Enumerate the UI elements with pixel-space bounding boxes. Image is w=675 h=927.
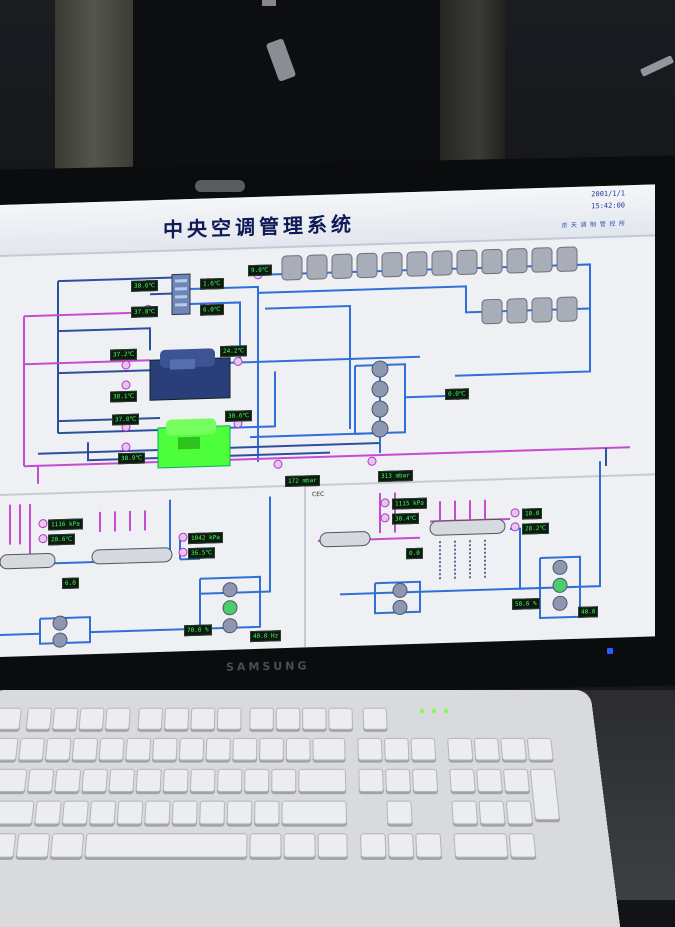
- tank-right-a: [319, 531, 371, 548]
- power-led: [607, 648, 613, 654]
- pipe: [87, 442, 330, 462]
- temp-readout: 9.0℃: [248, 264, 272, 277]
- key-row: [0, 800, 597, 825]
- pump-group: [392, 559, 568, 615]
- temp-readout: 38.1℃: [110, 390, 138, 403]
- pipe: [265, 304, 351, 430]
- tank-right-b: [429, 518, 506, 536]
- keyboard-led: [432, 709, 436, 713]
- ceiling-light: [262, 0, 276, 6]
- window-frame: [55, 0, 133, 175]
- window-frame: [440, 0, 505, 180]
- monitor-brand: SAMSUNG: [225, 659, 310, 674]
- pipe: [230, 371, 276, 429]
- pipe: [23, 311, 150, 467]
- freq-readout: 40.0: [578, 606, 599, 618]
- temp-readout: 38.9℃: [118, 452, 146, 465]
- keyboard-led: [444, 709, 448, 713]
- pressure-readout: 1042 kPa: [188, 531, 223, 545]
- keyboard-led: [420, 709, 424, 713]
- pipe: [57, 276, 178, 434]
- chiller-unit-1: [149, 348, 231, 401]
- pipe: [58, 369, 150, 375]
- temp-readout: 30.4℃: [392, 512, 420, 525]
- freq-readout: 40.0 Hz: [250, 630, 282, 643]
- pump-group: [52, 582, 238, 648]
- pressure-readout: 1115 kPa: [392, 497, 427, 510]
- section-label: CEC: [312, 490, 325, 499]
- monitor-screen: 中央空调管理系统 2001/1/1 15:42:00 京 天 调 制 管 控 所: [0, 184, 655, 657]
- pressure-readout: 313 mbar: [378, 470, 413, 483]
- pump-group: [371, 360, 389, 438]
- pipe: [230, 355, 420, 364]
- tank-center: [91, 547, 173, 565]
- pipe: [58, 416, 160, 435]
- temp-readout: 37.8℃: [131, 306, 159, 318]
- pressure-readout: 1116 kPa: [48, 518, 83, 531]
- temp-readout: 1.6℃: [200, 277, 224, 290]
- temp-readout: 24.2℃: [220, 345, 248, 358]
- temp-readout: 37.0℃: [112, 413, 140, 426]
- pipe: [250, 432, 380, 439]
- flow-readout: 70.0 %: [184, 624, 212, 637]
- pipe: [258, 263, 591, 377]
- pipe: [58, 327, 151, 351]
- key-row: [0, 707, 585, 730]
- key-row: [0, 737, 589, 761]
- temp-readout: 28.2℃: [522, 522, 550, 535]
- keyboard: [0, 690, 621, 927]
- temp-readout: 0.0℃: [445, 388, 469, 401]
- tank-left: [0, 552, 56, 570]
- key-row: [0, 833, 601, 858]
- sensor-markers: [38, 498, 520, 557]
- temp-readout: 30.6℃: [225, 410, 253, 422]
- cooling-tower-row-2: [481, 296, 578, 325]
- bezel-reflection: [195, 180, 245, 192]
- pipe: [24, 359, 150, 366]
- temp-readout: 37.2℃: [110, 348, 138, 361]
- hvac-diagram: [0, 246, 655, 648]
- pipe: [258, 285, 590, 314]
- readout: 10.0: [522, 507, 543, 520]
- temp-readout: 6.0℃: [200, 303, 224, 316]
- level-readout: 6.0: [62, 577, 79, 590]
- level-readout: 0.0: [406, 547, 423, 560]
- key-row: [0, 768, 593, 821]
- temp-readout: 36.5℃: [188, 547, 216, 560]
- flow-readout: 50.6 %: [512, 598, 540, 610]
- pipe: [24, 446, 630, 468]
- cooling-tower-row-1: [281, 246, 578, 281]
- window: [133, 0, 440, 175]
- chiller-unit-2: [157, 418, 231, 469]
- temp-readout: 38.6℃: [131, 280, 159, 292]
- pressure-readout: 172 mbar: [285, 474, 320, 488]
- temp-readout: 28.6℃: [48, 533, 76, 546]
